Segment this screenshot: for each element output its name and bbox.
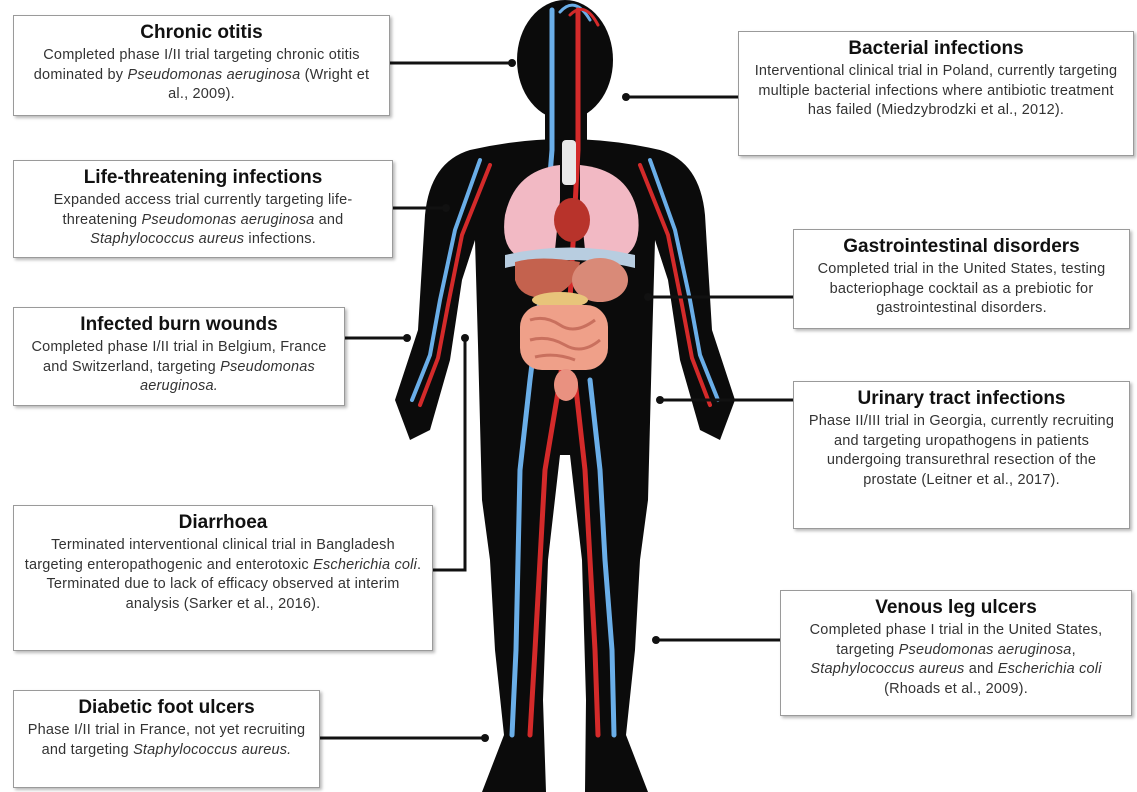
box-gastrointestinal-disorders: Gastrointestinal disorders Completed tri… xyxy=(793,229,1130,329)
box-description: Completed phase I/II trial in Belgium, F… xyxy=(22,338,336,397)
box-description: Completed phase I trial in the United St… xyxy=(789,621,1123,699)
box-title: Gastrointestinal disorders xyxy=(802,236,1121,258)
box-venous-leg-ulcers: Venous leg ulcers Completed phase I tria… xyxy=(780,590,1132,716)
box-diabetic-foot-ulcers: Diabetic foot ulcers Phase I/II trial in… xyxy=(13,690,320,788)
box-description: Phase I/II trial in France, not yet recr… xyxy=(22,721,311,760)
box-description: Phase II/III trial in Georgia, currently… xyxy=(802,412,1121,490)
species-name: Pseudomonas aeruginosa. xyxy=(140,359,315,395)
species-name: Staphylococcus aureus. xyxy=(133,742,291,758)
box-title: Diabetic foot ulcers xyxy=(22,697,311,719)
species-name: Staphylococcus aureus xyxy=(90,231,244,247)
box-bacterial-infections: Bacterial infections Interventional clin… xyxy=(738,31,1134,156)
box-description: Terminated interventional clinical trial… xyxy=(22,536,424,614)
species-name: Staphylococcus aureus xyxy=(810,661,964,677)
species-name: Pseudomonas aeruginosa xyxy=(127,67,300,83)
heart xyxy=(554,198,590,242)
box-title: Venous leg ulcers xyxy=(789,597,1123,619)
box-title: Infected burn wounds xyxy=(22,314,336,336)
box-title: Urinary tract infections xyxy=(802,388,1121,410)
box-infected-burn-wounds: Infected burn wounds Completed phase I/I… xyxy=(13,307,345,406)
bladder xyxy=(554,369,578,401)
box-chronic-otitis: Chronic otitis Completed phase I/II tria… xyxy=(13,15,390,116)
trachea xyxy=(562,140,576,185)
species-name: Pseudomonas aeruginosa xyxy=(142,212,315,228)
box-urinary-tract-infections: Urinary tract infections Phase II/III tr… xyxy=(793,381,1130,529)
box-diarrhoea: Diarrhoea Terminated interventional clin… xyxy=(13,505,433,651)
box-title: Bacterial infections xyxy=(747,38,1125,60)
box-description: Completed phase I/II trial targeting chr… xyxy=(22,46,381,105)
box-title: Chronic otitis xyxy=(22,22,381,44)
box-description: Expanded access trial currently targetin… xyxy=(22,191,384,250)
box-title: Diarrhoea xyxy=(22,512,424,534)
box-description: Interventional clinical trial in Poland,… xyxy=(747,62,1125,121)
box-description: Completed trial in the United States, te… xyxy=(802,260,1121,319)
box-life-threatening-infections: Life-threatening infections Expanded acc… xyxy=(13,160,393,258)
species-name: Pseudomonas aeruginosa xyxy=(899,642,1072,658)
species-name: Escherichia coli xyxy=(998,661,1102,677)
species-name: Escherichia coli xyxy=(313,557,417,573)
box-title: Life-threatening infections xyxy=(22,167,384,189)
intestines xyxy=(520,305,608,370)
